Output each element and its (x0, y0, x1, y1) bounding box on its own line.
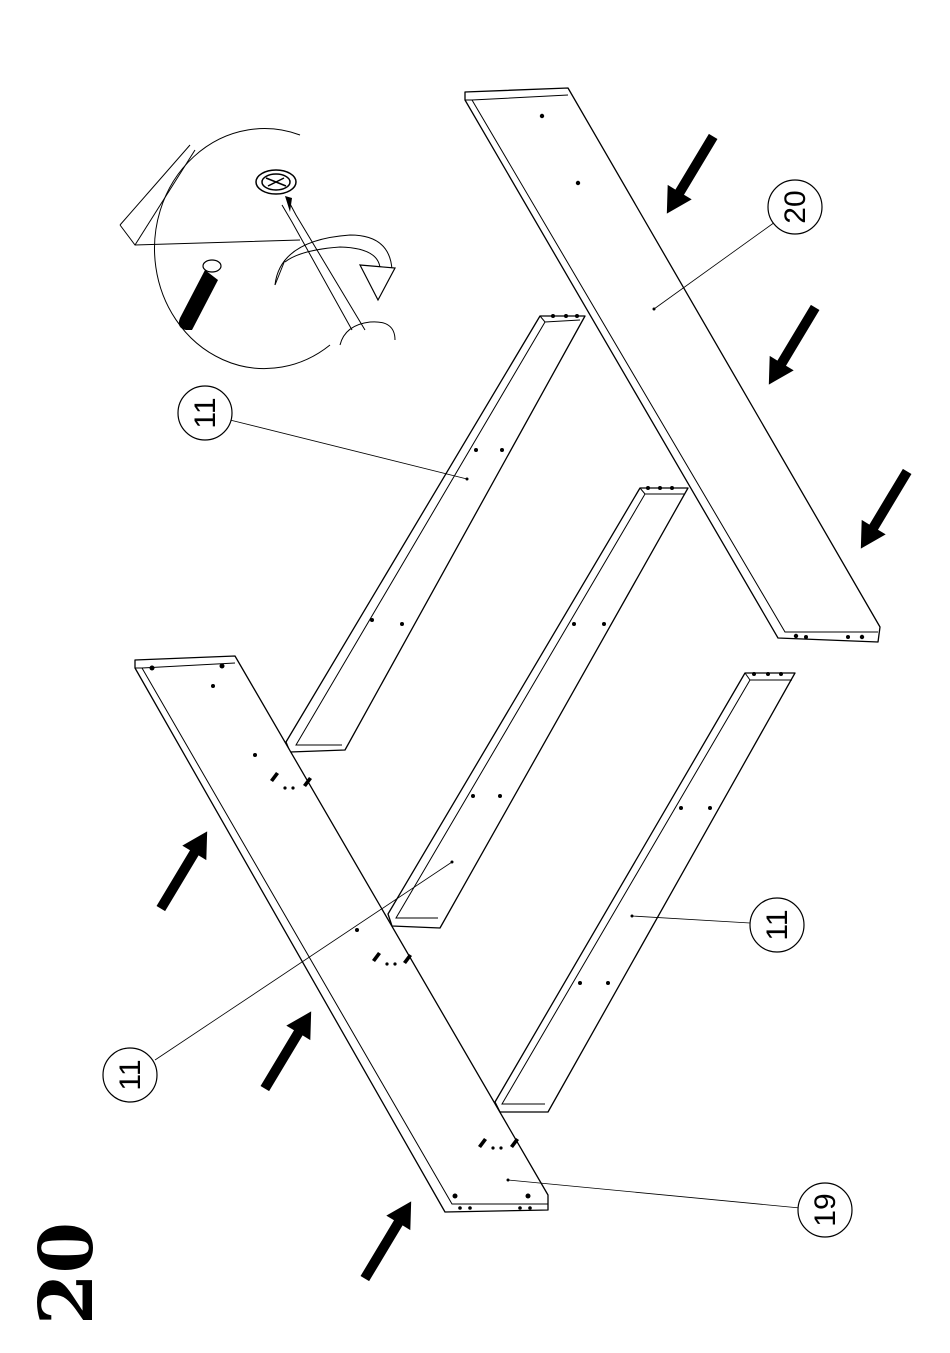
panel-19-hole (458, 1206, 462, 1210)
rotate-arrow-icon (275, 235, 395, 300)
panel-11-middle-hole (572, 622, 576, 626)
panel-11-middle-hole (670, 486, 674, 490)
push-arrow-icon (253, 1004, 323, 1096)
panel-11-middle-hole (646, 486, 650, 490)
detail-circle-arc (155, 129, 330, 369)
panel-19-hole (150, 666, 155, 671)
panel-20-hole (860, 635, 864, 639)
panel-11-top-hole (500, 448, 504, 452)
panel-11-right-hole (679, 806, 683, 810)
arrow-bottom-1 (149, 824, 219, 916)
panel-11-right-hole (606, 981, 610, 985)
panel-11-right-hole (752, 672, 756, 676)
detail-inset (120, 129, 395, 369)
panel-19-hole (518, 1206, 522, 1210)
arrow-top-3 (849, 464, 919, 556)
panel-20-hole (576, 181, 580, 185)
push-arrow-icon (849, 464, 919, 556)
panel-11-top-edge-2 (296, 322, 545, 745)
arrow-bottom-3 (353, 1194, 423, 1286)
arrow-top-2 (757, 300, 827, 392)
panel-19-hole (528, 1206, 532, 1210)
step-number-text: 20 (24, 1222, 110, 1325)
callout-11-top: 11 (178, 386, 232, 440)
callout-20: 20 (768, 180, 822, 234)
panel-20-hole (794, 634, 798, 638)
callout-19: 19 (798, 1183, 852, 1237)
callout-11-left-label: 11 (114, 1059, 147, 1090)
panel-11-right-hole (766, 672, 770, 676)
push-arrow-icon (149, 824, 219, 916)
panel-19-hole (526, 1194, 531, 1199)
panel-19-hole (468, 1206, 472, 1210)
panel-11-middle-hole (658, 486, 662, 490)
push-arrow-icon (353, 1194, 423, 1286)
leader-20 (654, 222, 775, 309)
panel-20-hole (846, 635, 850, 639)
callout-11-left: 11 (103, 1048, 157, 1102)
push-arrow-icon (757, 300, 827, 392)
callout-11-right: 11 (750, 898, 804, 952)
panel-11-right-hole (578, 981, 582, 985)
panel-11-top-hole (474, 448, 478, 452)
panel-11-top-hole (564, 314, 568, 318)
step-number: 20 (24, 1222, 110, 1325)
arrow-top-1 (655, 129, 725, 221)
panel-11-top-hole (551, 314, 555, 318)
panel-11-right-hole (779, 672, 783, 676)
callout-11-right-label: 11 (761, 909, 794, 940)
callout-19-label: 19 (809, 1193, 842, 1226)
detail-panel-edge-2 (120, 225, 300, 245)
panel-11-middle-hole (498, 794, 502, 798)
panel-11-top-hole (575, 314, 579, 318)
dowel-icon (179, 260, 221, 330)
panel-20-hole (540, 114, 544, 118)
panel-11-top-hole (400, 622, 404, 626)
panel-11-right-hole (708, 806, 712, 810)
panel-11-middle-hole (602, 622, 606, 626)
push-arrow-icon (655, 129, 725, 221)
panel-19-hole (211, 684, 215, 688)
panel-19-hole (355, 928, 359, 932)
arrow-bottom-2 (253, 1004, 323, 1096)
cam-lock-icon (256, 170, 296, 194)
panel-19-hole (453, 1194, 458, 1199)
callout-11-top-label: 11 (189, 397, 222, 428)
callout-20-label: 20 (779, 190, 812, 223)
panel-11-middle-hole (471, 794, 475, 798)
panel-11-top-hole (370, 618, 374, 622)
leader-19 (508, 1180, 800, 1208)
leader-11-top (230, 420, 467, 479)
panel-20-hole (804, 635, 808, 639)
panel-19-hole (253, 753, 257, 757)
panel-19-hole (220, 664, 225, 669)
